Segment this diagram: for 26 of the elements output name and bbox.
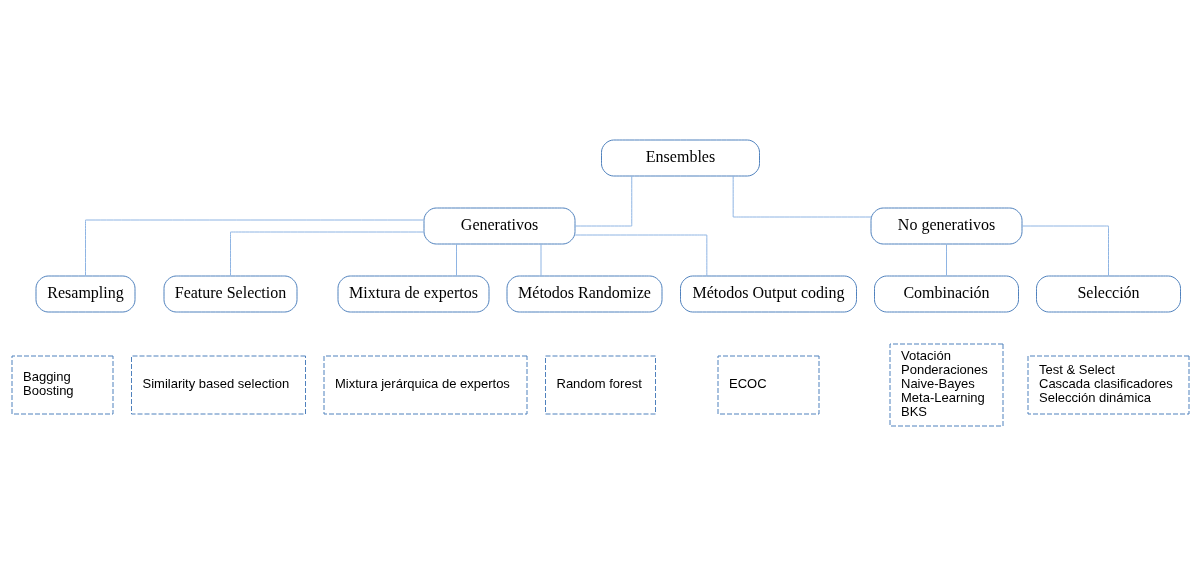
connector: [1021, 225, 1109, 277]
node-box: ECOC: [717, 355, 820, 415]
node-box: Test & Select Cascada clasificadores Selección dinámica: [1027, 355, 1190, 415]
node-box: Generativos: [423, 207, 576, 245]
node-box: Votación Ponderaciones Naive-Bayes Meta-Learning BKS: [889, 343, 1004, 427]
connector: [574, 234, 708, 277]
connector: [230, 231, 425, 277]
node-box: Bagging Boosting: [11, 355, 114, 415]
node-box: No generativos: [870, 207, 1023, 245]
connector: [540, 243, 542, 277]
node-box: Similarity based selection: [131, 355, 306, 415]
node-box: Combinación: [874, 275, 1019, 313]
node-box: Feature Selection: [163, 275, 298, 313]
connector: [85, 219, 425, 277]
node-box: Ensembles: [601, 139, 760, 177]
node-box: Métodos Randomize: [506, 275, 663, 313]
connector: [456, 243, 457, 277]
connector: [732, 175, 872, 218]
node-box: Selección: [1036, 275, 1181, 313]
connector: [574, 175, 633, 227]
node-box: Mixtura de expertos: [337, 275, 490, 313]
node-box: Resampling: [35, 275, 136, 313]
node-box: Métodos Output coding: [680, 275, 857, 313]
node-box: Mixtura jerárquica de expertos: [323, 355, 528, 415]
node-box: Random forest: [545, 355, 656, 415]
connector: [946, 243, 947, 277]
